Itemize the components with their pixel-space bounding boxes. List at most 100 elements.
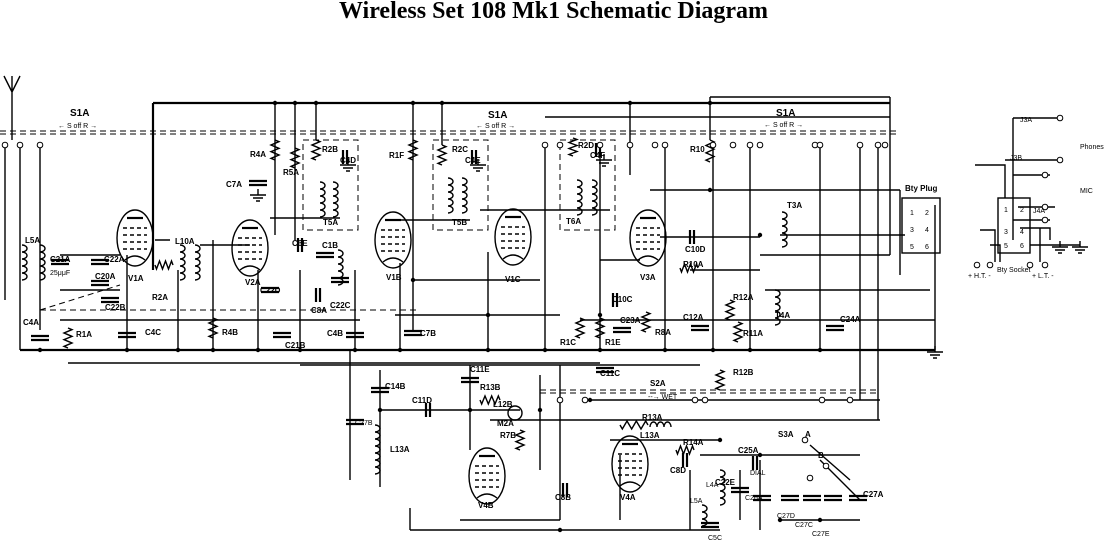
c27e-capacitor-icon [824, 494, 842, 502]
label-r1c: R1C [560, 338, 576, 347]
label-4: 5 [1004, 243, 1008, 250]
v1c-valve-icon [494, 208, 532, 266]
label-s1a: S1A [70, 108, 89, 119]
label-l12b: L12B [493, 400, 513, 409]
switch-contact-icon [541, 141, 549, 149]
label-c23a: C23A [620, 316, 641, 325]
r4a-resistor-icon [269, 139, 281, 161]
label-r1e: R1E [605, 338, 621, 347]
label-3: 4 [925, 227, 929, 234]
label-r13b: R13B [480, 383, 501, 392]
label-r5a: R5A [283, 168, 299, 177]
switch-contact-icon [756, 141, 764, 149]
label-j4a: J4A [1033, 208, 1045, 215]
label-c20a: C20A [95, 272, 116, 281]
l13a-left-coil-icon [374, 424, 381, 475]
label-l13a: L13A [640, 431, 660, 440]
label-r7b: R7B [500, 431, 516, 440]
c8a-capacitor-icon [314, 288, 322, 302]
label-r1f: R1F [389, 151, 404, 160]
label-s3a: S3A [778, 430, 794, 439]
label-r2b: R2B [322, 145, 338, 154]
switch-contact-icon [1026, 261, 1034, 269]
label-c21a: C21A [50, 255, 71, 264]
r1f-resistor-icon [407, 139, 419, 161]
switch-contact-icon [801, 436, 809, 444]
switch-contact-icon [596, 141, 604, 149]
label-plug: Bty Plug [905, 184, 938, 193]
c27a-capacitor-icon [849, 494, 867, 502]
label-r10: R10 [690, 145, 705, 154]
label-c22c: C22C [330, 301, 351, 310]
label-j3b: J3B [1010, 155, 1022, 162]
switch-contact-icon [661, 141, 669, 149]
label-r2c: R2C [452, 145, 468, 154]
label-r13a: R13A [642, 413, 663, 422]
label-r2d: R2D [578, 141, 594, 150]
c27b-capacitor-icon [346, 418, 364, 426]
label-r11a: R11A [743, 329, 763, 338]
t5b-coil-icon [447, 177, 454, 214]
switch-contact-icon [16, 141, 24, 149]
c7b-capacitor-icon [404, 329, 422, 337]
label-c22e: C22E [715, 478, 736, 487]
label-c1b: C1B [322, 241, 338, 250]
label-s2a: S2A [650, 379, 666, 388]
label-r8a: R8A [655, 328, 671, 337]
battery-socket [997, 197, 1031, 254]
c24a-capacitor-icon [826, 324, 844, 332]
label-c4d: C4D [340, 156, 356, 165]
c11d-capacitor-icon [424, 403, 432, 417]
label-c27d: C27D [777, 513, 795, 520]
label-c27e: C27E [812, 531, 830, 538]
label-v1a: V1A [128, 274, 144, 283]
c21a-capacitor-icon [51, 258, 69, 266]
r12b-resistor-icon [714, 369, 726, 391]
label-t3a: T3A [787, 201, 802, 210]
label-c11c: C11C [600, 369, 620, 378]
label-2: 3 [910, 227, 914, 234]
label-4: 5 [910, 244, 914, 251]
label-1: 2 [1020, 207, 1024, 214]
c12a-capacitor-icon [691, 324, 709, 332]
r2a-resistor-icon [154, 259, 174, 271]
l10a-sec-coil-icon [194, 244, 201, 281]
label-5: 6 [925, 244, 929, 251]
label-mic: MIC [1080, 188, 1093, 195]
l5a-coil-icon [21, 244, 28, 281]
antenna-icon [3, 75, 21, 140]
label-phones: Phones [1080, 144, 1104, 151]
label-c27a: C27A [863, 490, 884, 499]
c8b-capacitor-icon [561, 483, 569, 497]
c6e-capacitor-icon [296, 238, 304, 252]
ground-icon [1052, 241, 1068, 254]
switch-contact-icon [822, 462, 830, 470]
label-2: 3 [1004, 229, 1008, 236]
label-s1a: S1A [776, 108, 795, 119]
label-c7b: C7B [420, 329, 436, 338]
label-1: 2 [925, 210, 929, 217]
label-s2a-dir: --→ WET [648, 394, 678, 401]
label-c11e: C11E [470, 365, 490, 374]
label-c4b: C4B [327, 329, 343, 338]
switch-contact-icon [556, 141, 564, 149]
r1a-resistor-icon [62, 327, 74, 349]
label-m2a: M2A [497, 419, 514, 428]
label-c7a: C7A [226, 180, 242, 189]
r11a-resistor-icon [732, 321, 744, 343]
switch-contact-icon [973, 261, 981, 269]
label-v1c: V1C [505, 275, 521, 284]
switch-contact-icon [556, 396, 564, 404]
switch-contact-icon [746, 141, 754, 149]
switch-contact-icon [881, 141, 889, 149]
c11e-capacitor-icon [461, 376, 479, 384]
l5a-sec-coil-icon [39, 244, 46, 281]
switch-contact-icon [729, 141, 737, 149]
c23a-capacitor-icon [613, 326, 631, 334]
t5b-sec-coil-icon [461, 177, 468, 214]
l10a-coil-icon [179, 244, 186, 281]
label-c25a: C25A [738, 446, 759, 455]
label-c21b: C21B [285, 341, 306, 350]
v4a-valve-icon [611, 435, 649, 493]
r13a-resistor-icon [619, 419, 649, 431]
